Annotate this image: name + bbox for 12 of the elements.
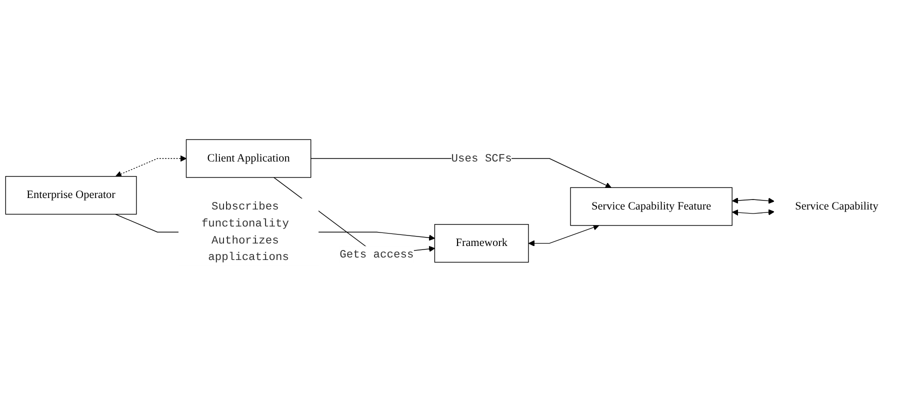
node-text: Service Capability: [795, 200, 878, 212]
edge-label: Uses SCFs: [451, 152, 512, 165]
edge-label: Subscribes functionality Authorizes applications: [201, 200, 289, 264]
node-box: Client Application: [186, 139, 312, 178]
node-box: Enterprise Operator: [5, 176, 137, 214]
arrow: [115, 155, 187, 177]
arrow: [528, 224, 600, 246]
arrow: [732, 208, 774, 216]
node-box: Framework: [434, 224, 529, 262]
edge-label: Gets access: [340, 248, 414, 261]
node-box: Service Capability Feature: [570, 187, 732, 226]
arrow: [732, 197, 774, 204]
